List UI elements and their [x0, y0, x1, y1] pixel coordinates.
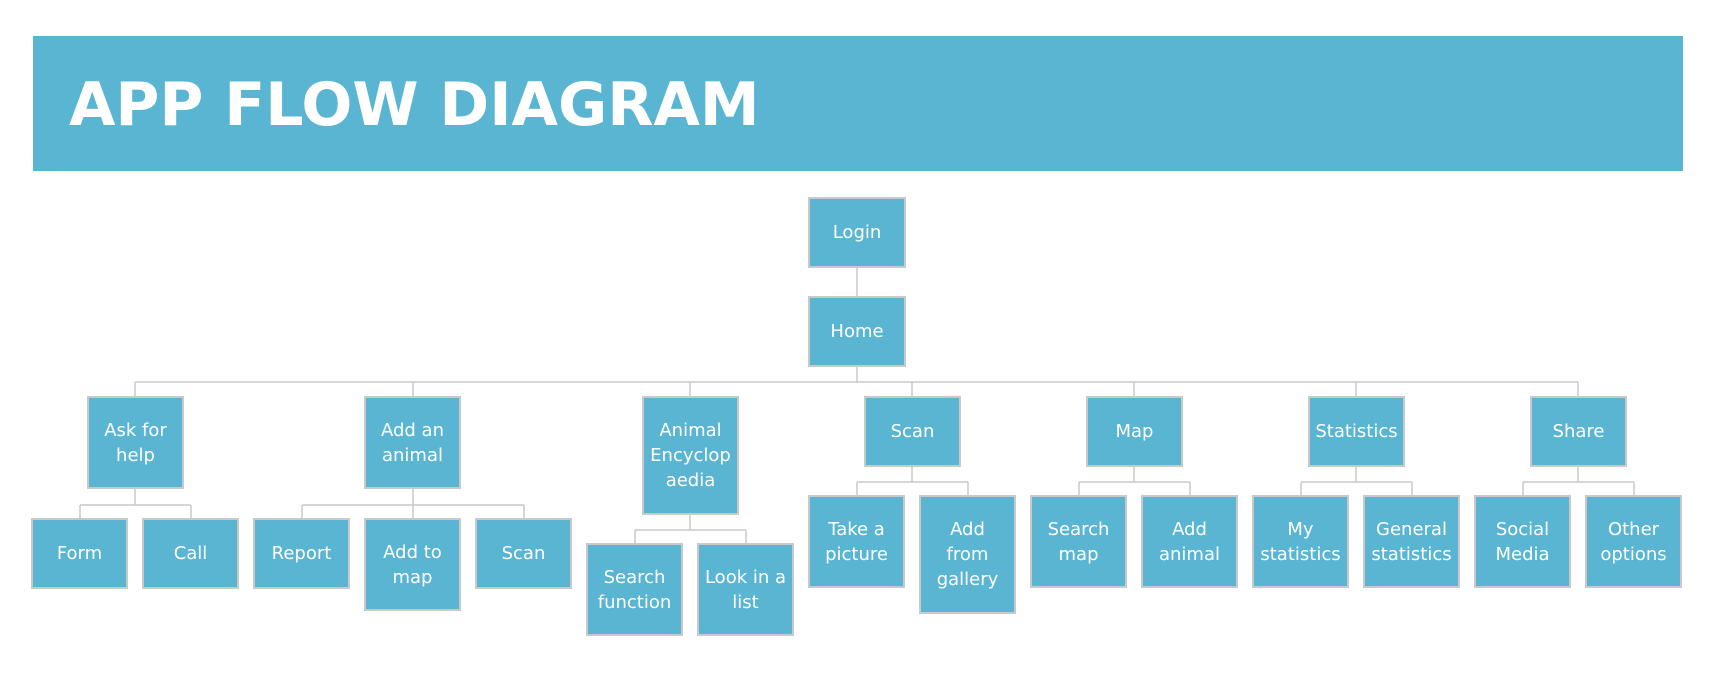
node-scan-sub: Scan [475, 518, 572, 589]
page-title: APP FLOW DIAGRAM [69, 70, 760, 140]
node-form: Form [31, 518, 128, 589]
node-report: Report [253, 518, 350, 589]
node-call: Call [142, 518, 239, 589]
node-map: Map [1086, 396, 1183, 467]
node-home: Home [808, 296, 906, 367]
node-general-statistics: General statistics [1363, 495, 1460, 588]
node-add-an-animal: Add an animal [364, 396, 461, 489]
node-scan: Scan [864, 396, 961, 467]
node-look-in-a-list: Look in a list [697, 543, 794, 636]
node-search-function: Search function [586, 543, 683, 636]
node-ask-for-help: Ask for help [87, 396, 184, 489]
node-search-map: Search map [1030, 495, 1127, 588]
node-add-animal: Add animal [1141, 495, 1238, 588]
node-social-media: Social Media [1474, 495, 1571, 588]
node-add-to-map: Add to map [364, 518, 461, 611]
node-login: Login [808, 197, 906, 268]
node-animal-encyclopaedia: Animal Encyclop aedia [642, 396, 739, 515]
node-share: Share [1530, 396, 1627, 467]
node-add-from-gallery: Add from gallery [919, 495, 1016, 614]
node-my-statistics: My statistics [1252, 495, 1349, 588]
node-statistics: Statistics [1308, 396, 1405, 467]
node-take-a-picture: Take a picture [808, 495, 905, 588]
title-banner: APP FLOW DIAGRAM [33, 36, 1683, 171]
node-other-options: Other options [1585, 495, 1682, 588]
